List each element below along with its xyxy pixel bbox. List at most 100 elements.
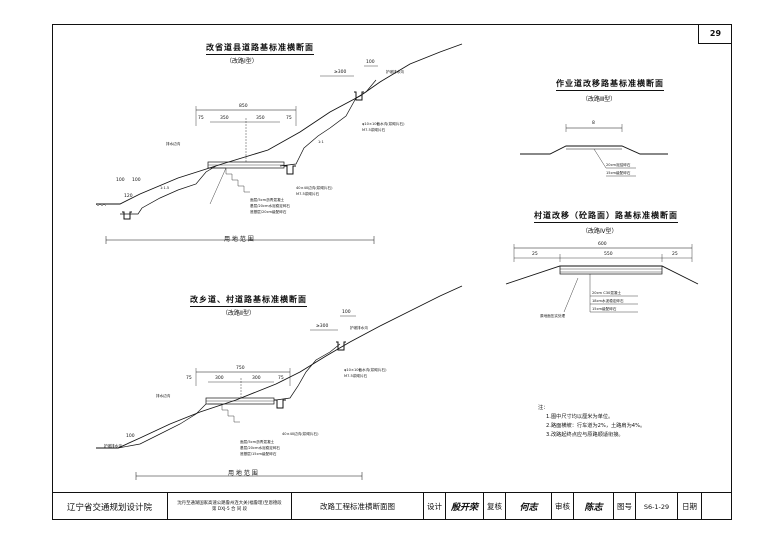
type1-top-ditch [354,91,364,101]
type3-section [520,124,668,177]
type1-title: 改省道县道路基标准横断面 [206,42,314,55]
type1-dim-edge-right: 75 [286,116,292,121]
type3-title: 作业道改移路基标准横断面 [556,78,664,91]
drawing-sheet-border [52,24,732,520]
type3-ground-line [520,145,668,155]
type2-land-range: 用 地 范 围 [228,470,258,477]
type2-label-water: 排水边沟 [156,394,171,398]
design-label: 设计 [424,493,446,520]
type2-label-ditch-left: 护坡排水沟 [104,444,122,448]
type1-dim-right: 350 [256,116,265,121]
type2-section [96,285,463,480]
type1-label-pave1: 面层/5cm沥青混凝土 [250,198,285,202]
page-number: 29 [698,24,732,44]
type4-title: 村道改移（砼路面）路基标准横断面 [534,210,678,223]
institute-name: 辽宁省交通规划设计院 [52,493,168,520]
type2-ground-line [96,285,463,449]
type2-label-pave1: 面层/5cm沥青混凝土 [240,440,275,444]
type2-side-ditch [274,399,286,409]
type2-label-ditch: 护坡排水沟 [350,326,368,330]
type2-title: 改乡道、村道路基标准横断面 [190,294,307,307]
type4-ground-line [505,265,699,285]
type4-section [505,244,699,313]
type4-dim-mid: 550 [604,252,613,257]
type2-label-pave3: 底基层/15cm级配碎石 [240,452,277,456]
type1-label-pave2: 基层/20cm水泥稳定碎石 [250,204,291,208]
project-name: 沈丹至通湖国家高速公路鲁州连大关(福鲁理)至恩德段 第 DXJ-5 合 同 段 [168,493,292,520]
type1-ground-line [96,43,463,205]
type4-label-base: 原地面压实处理 [540,314,566,318]
type2-embankment-steps [208,403,240,423]
type4-dim-left: 25 [532,252,538,257]
type1-dim-total: 850 [239,104,248,109]
type3-label-l1: 20cm泥结碎石 [606,163,631,167]
type1-toe-ditch [122,211,132,220]
type2-dim-top-right: ≥300 [316,324,329,329]
type4-dim-right: 25 [672,252,678,257]
type1-label-slope: 1:1.5 [160,186,170,190]
type4-dim-total: 600 [598,242,607,247]
title-block: 辽宁省交通规划设计院 沈丹至通湖国家高速公路鲁州连大关(福鲁理)至恩德段 第 D… [52,492,732,520]
date-label: 日期 [678,493,702,520]
approve-label: 审核 [552,493,574,520]
type1-label-pave3: 底基层/20cm级配碎石 [250,210,287,214]
type2-label-side: 40×40边沟(浆砌片石) [282,432,319,436]
type3-subtitle: （改路Ⅲ型） [582,96,617,103]
type1-dim-edge-left: 75 [198,116,204,121]
project-line-1: 沈丹至通湖国家高速公路鲁州连大关(福鲁理)至恩德段 [177,500,282,506]
type1-cut-slope [279,79,377,167]
type1-dim-small1: 100 [366,60,375,65]
type2-dim-small1: 100 [342,310,351,315]
type2-dim-left: 300 [215,376,224,381]
type1-dim-small4: 100 [132,178,141,183]
type2-dim-total: 750 [236,366,245,371]
type1-dim-left: 350 [220,116,229,121]
type1-label-side1: 40×40边沟(浆砌片石) [296,186,333,190]
type4-subtitle: （改路Ⅳ型） [582,228,618,235]
type2-label-pave2: 基层/20cm水泥稳定碎石 [240,446,281,450]
type1-label-side2: M7.5浆砌片石 [296,192,320,196]
type4-label-l1: 20cm C30混凝土 [592,291,622,295]
type4-label-l2: 18cm水泥稳定碎石 [592,299,624,303]
review-label: 复核 [484,493,506,520]
type1-fill-slope [120,165,217,215]
type3-dim-total: 8 [592,121,595,126]
type1-label-drain2: M7.5浆砌片石 [362,128,386,132]
type1-label-slope2: 1:1 [318,140,324,144]
type2-top-ditch [336,341,346,351]
type3-label-l2: 15cm级配碎石 [606,171,631,175]
drawing-notes: 注： 1.图中尺寸均以厘米为单位。 2.路面横坡：行车道为2%，土路肩为4%。 … [538,404,645,440]
type2-dim-small2: 100 [126,434,135,439]
type2-dim-edge-right: 75 [278,376,284,381]
date-value [702,493,730,520]
review-signature: 何志 [506,493,552,520]
type1-label-water: 排水边沟 [166,142,181,146]
note-2: 2.路面横坡：行车道为2%，土路肩为4%。 [546,423,646,429]
type1-dim-small2: 100 [116,178,125,183]
approve-signature: 陈志 [574,493,614,520]
type1-subtitle: （改路Ⅰ型） [226,58,258,65]
type1-land-range: 用 地 范 围 [224,236,254,243]
type1-label-ditch: 护坡排水沟 [386,70,404,74]
type1-dim-top-right: ≥300 [334,70,347,75]
type2-label-drain2: M7.5浆砌片石 [344,374,368,378]
type1-embankment-steps [208,167,250,193]
design-signature: 殷开荣 [446,493,484,520]
type4-pavement [559,265,663,275]
type2-subtitle: （改路Ⅱ型） [222,310,255,317]
type1-side-ditch [284,165,296,175]
drawing-number-label: 图号 [614,493,636,520]
drawing-number: S6-1-29 [636,493,678,520]
note-1: 1.图中尺寸均以厘米为单位。 [546,414,614,420]
type2-dim-right: 300 [252,376,261,381]
type1-label-drain1: φ10×10截水沟(浆砌片石) [362,122,405,126]
type1-section [95,43,463,244]
project-line-2: 第 DXJ-5 合 同 段 [211,506,248,512]
type2-fill-slope [117,403,207,449]
type2-label-drain1: φ10×10截水沟(浆砌片石) [344,368,387,372]
type4-label-l3: 15cm级配碎石 [592,307,617,311]
drawing-title: 改路工程标准横断面图 [292,493,424,520]
type2-cut-slope [275,343,341,401]
type2-dim-edge-left: 75 [186,376,192,381]
